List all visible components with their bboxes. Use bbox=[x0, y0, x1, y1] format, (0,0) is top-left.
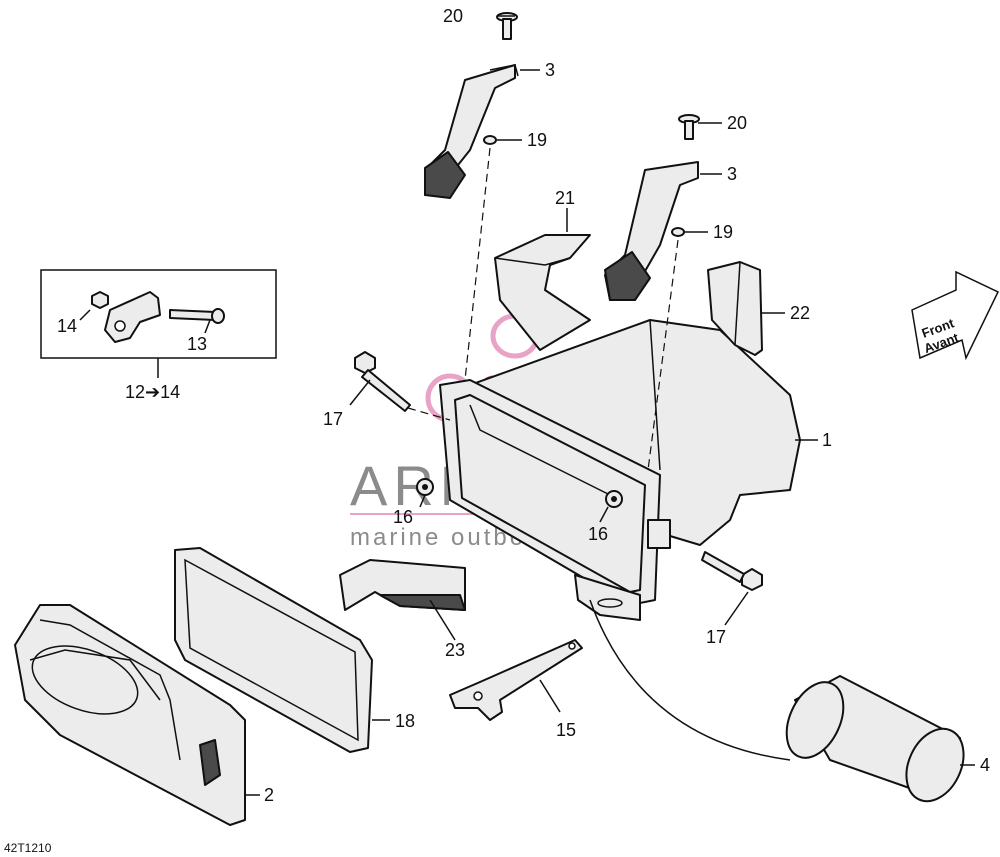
kit-label: 12➔14 bbox=[125, 382, 180, 402]
callout-17-left: 17 bbox=[323, 409, 343, 429]
part-2-cover bbox=[14, 604, 246, 826]
callout-19-upper: 19 bbox=[527, 130, 547, 150]
callout-15: 15 bbox=[556, 720, 576, 740]
callout-labels: 20 3 19 20 3 19 21 22 1 17 16 16 17 23 1… bbox=[4, 6, 990, 855]
part-20-screw-lower bbox=[678, 114, 700, 140]
callout-20-lower: 20 bbox=[727, 113, 747, 133]
part-17-bolt-left bbox=[354, 351, 411, 412]
part-16-nut-right bbox=[605, 490, 623, 508]
part-3-strap-upper bbox=[424, 64, 519, 199]
part-23-plate bbox=[339, 559, 466, 611]
part-19-washer-lower bbox=[671, 227, 685, 237]
part-15-wrench bbox=[449, 639, 583, 721]
tether-line bbox=[589, 599, 791, 761]
part-4-cylinder bbox=[589, 599, 965, 803]
callout-21: 21 bbox=[555, 188, 575, 208]
callout-20-upper: 20 bbox=[443, 6, 463, 26]
callout-1: 1 bbox=[822, 430, 832, 450]
part-13-bolt bbox=[169, 309, 216, 321]
kit-box-12-14 bbox=[40, 269, 277, 378]
reference-code: 42T1210 bbox=[4, 841, 52, 855]
part-19-washer-upper bbox=[483, 135, 497, 145]
callout-4: 4 bbox=[980, 755, 990, 775]
part-17-bolt-right bbox=[701, 551, 763, 591]
assembly-line-upper bbox=[464, 147, 491, 381]
callout-23: 23 bbox=[445, 640, 465, 660]
part-1-airbox bbox=[439, 319, 801, 621]
callout-18: 18 bbox=[395, 711, 415, 731]
part-18-filter bbox=[174, 547, 373, 753]
callout-22: 22 bbox=[790, 303, 810, 323]
part-3-strap-lower bbox=[604, 161, 699, 301]
assembly-line-bolt bbox=[407, 407, 451, 421]
callout-17-right: 17 bbox=[706, 627, 726, 647]
front-arrow: Front Avant bbox=[911, 270, 1000, 361]
callout-3-lower: 3 bbox=[727, 164, 737, 184]
callout-16-left: 16 bbox=[393, 507, 413, 527]
callout-13: 13 bbox=[187, 334, 207, 354]
callout-2: 2 bbox=[264, 785, 274, 805]
leader-lines bbox=[79, 15, 975, 796]
part-20-screw-upper bbox=[496, 12, 518, 40]
callout-14: 14 bbox=[57, 316, 77, 336]
part-21-baffle bbox=[494, 234, 591, 351]
part-16-nut-left bbox=[416, 478, 434, 496]
part-14-nut bbox=[91, 291, 109, 309]
callout-3-upper: 3 bbox=[545, 60, 555, 80]
part-22-pad bbox=[707, 261, 763, 356]
callout-19-lower: 19 bbox=[713, 222, 733, 242]
callout-16-right: 16 bbox=[588, 524, 608, 544]
